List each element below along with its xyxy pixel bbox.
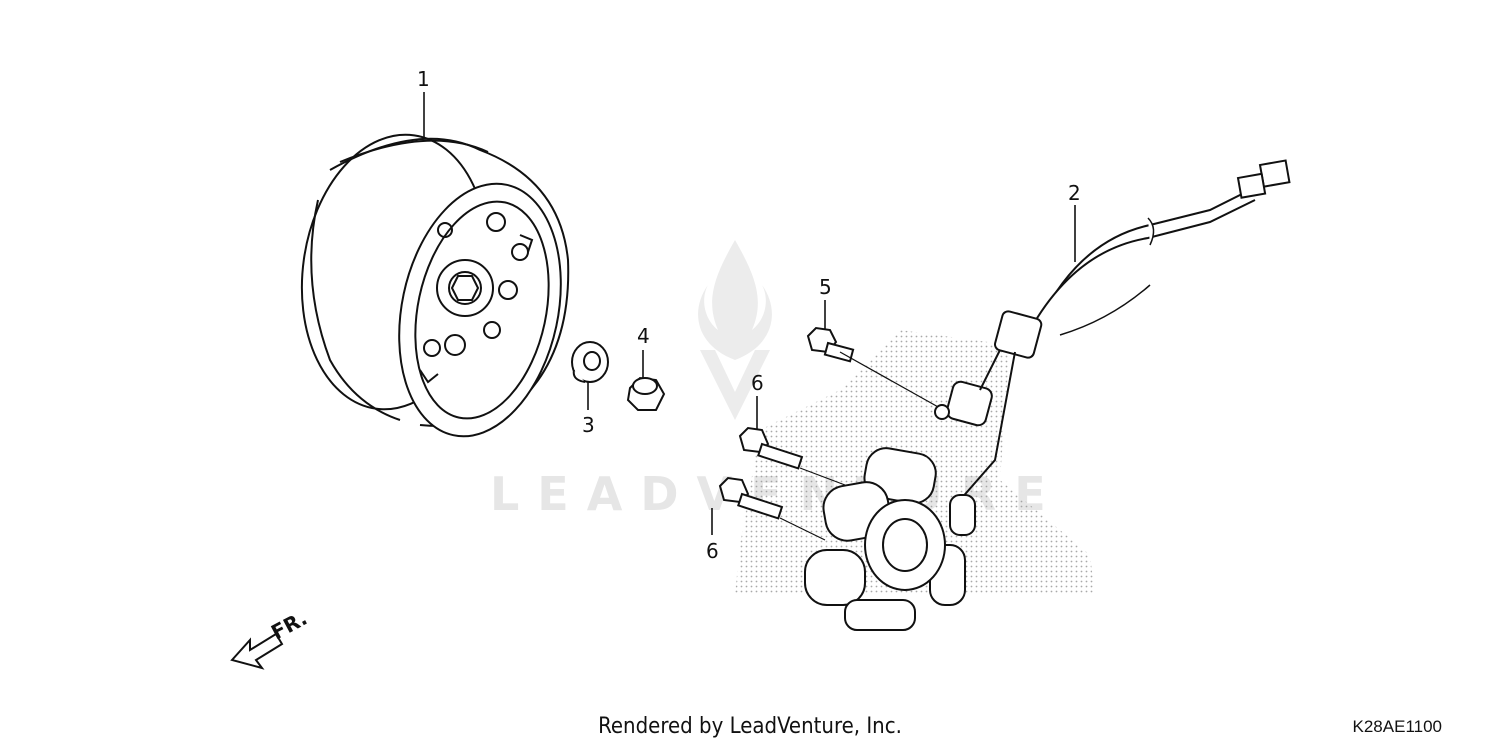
callout-6-upper[interactable]: 6	[751, 371, 764, 395]
callout-2[interactable]: 2	[1068, 181, 1081, 205]
diagram-code: K28AE1100	[1352, 717, 1442, 736]
callout-4[interactable]: 4	[637, 324, 650, 348]
callout-6-lower[interactable]: 6	[706, 539, 719, 563]
callout-1[interactable]: 1	[417, 67, 430, 91]
callout-3[interactable]: 3	[582, 413, 595, 437]
stator-part[interactable]	[804, 159, 1291, 631]
flywheel-part[interactable]	[285, 123, 583, 452]
rendered-by-credit: Rendered by LeadVenture, Inc.	[598, 714, 902, 739]
washer-part[interactable]	[571, 341, 609, 383]
callout-5[interactable]: 5	[819, 275, 832, 299]
nut-part[interactable]	[626, 376, 666, 411]
leadventure-flame-logo-icon	[698, 240, 772, 420]
bolt-6-upper-part[interactable]	[738, 426, 846, 486]
callouts: 1 2 3 4 5 6 6	[417, 67, 1081, 563]
front-direction-indicator: FR.	[230, 606, 311, 670]
front-direction-arrow-icon	[230, 632, 284, 670]
bolt-5-part[interactable]	[806, 326, 941, 409]
bolt-6-lower-part[interactable]	[718, 476, 826, 541]
leader-lines	[423, 92, 1076, 535]
